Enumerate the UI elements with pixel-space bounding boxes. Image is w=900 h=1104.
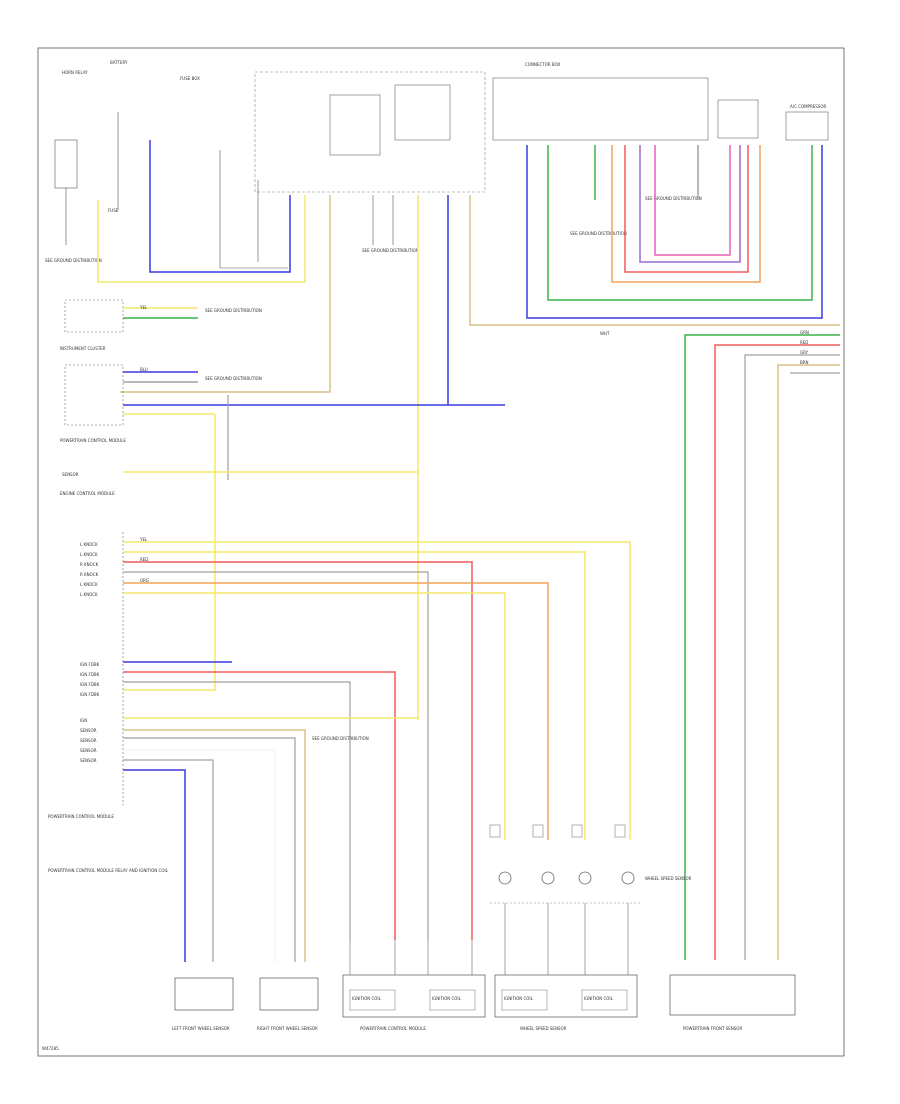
- ignition-coils: WHEEL SPEED SENSOR: [489, 824, 692, 904]
- ecm-lower-pin-2: IGN FDBK: [80, 682, 100, 687]
- battery-label: BATTERY: [110, 60, 128, 65]
- coil-bank-2-box: [494, 974, 638, 1018]
- battery-block: BATTERY FUSE: [108, 60, 128, 213]
- relay-box-2: [394, 84, 451, 141]
- fuse-ground-label: SEE GROUND DISTRIBUTION: [362, 248, 419, 253]
- pcm-label-bottom: POWERTRAIN CONTROL MODULE: [48, 814, 114, 819]
- horn-relay-block: HORN RELAY SEE GROUND DISTRIBUTION: [45, 70, 102, 263]
- relay-box: [329, 94, 381, 156]
- front-sensor-label: POWERTRAIN FRONT SENSOR: [683, 1026, 742, 1031]
- rf-sensor-label: RIGHT FRONT WHEEL SENSOR: [257, 1026, 318, 1031]
- horn-relay-box: [54, 139, 78, 189]
- coil-bank-1-label: POWERTRAIN CONTROL MODULE: [360, 1026, 426, 1031]
- wire-tag-blu: BLU: [140, 367, 148, 372]
- bottom-stubs: [349, 903, 629, 975]
- coil-icon-2: [541, 871, 555, 885]
- wire-tag-gry: GRY: [800, 350, 809, 355]
- pcm-label-top: POWERTRAIN CONTROL MODULE: [60, 438, 126, 443]
- powertrain-front-sensor: POWERTRAIN FRONT SENSOR: [669, 974, 796, 1031]
- ecm-bottom-pin-2: SENSOR: [80, 728, 97, 733]
- ecm-pin-5: L KNOCK: [80, 592, 98, 597]
- horn-ground-label: SEE GROUND DISTRIBUTION: [45, 258, 102, 263]
- wire-tag-yel-2: YEL: [139, 537, 148, 542]
- instrument-cluster-block: SEE GROUND DISTRIBUTION INSTRUMENT CLUST…: [60, 299, 505, 691]
- top-harness: [97, 140, 840, 720]
- ecm-bottom-pin-5: SENSOR: [80, 758, 97, 763]
- coil-bank-2-label: WHEEL SPEED SENSOR: [520, 1026, 567, 1031]
- front-sensor-box: [669, 974, 796, 1016]
- ecm-pin-4: L KNOCK: [80, 582, 98, 587]
- conn-ground-label-1: SEE GROUND DISTRIBUTION: [570, 231, 627, 236]
- ecm-pin-0: L KNOCK: [80, 542, 98, 547]
- instrument-cluster-label: INSTRUMENT CLUSTER: [60, 346, 106, 351]
- wire-tag-org: ORG: [140, 578, 149, 583]
- conn-ground-label-2: SEE GROUND DISTRIBUTION: [645, 196, 702, 201]
- pcm-note: POWERTRAIN CONTROL MODULE RELAY AND IGNI…: [48, 868, 169, 873]
- right-sensor-wires: [684, 334, 840, 960]
- ecm-ground-label: SEE GROUND DISTRIBUTION: [312, 736, 369, 741]
- connector-box-outline: [492, 77, 709, 141]
- wire-tag-red-2: RED: [800, 340, 808, 345]
- ecm-main-connector: L KNOCK L KNOCK R KNOCK R KNOCK L KNOCK …: [48, 532, 631, 962]
- coil-bank-1-box: [342, 974, 486, 1018]
- coil-icon-3: [578, 871, 592, 885]
- ecm-lower-pin-3: IGN FDBK: [80, 692, 100, 697]
- fuse-box-outline: [254, 71, 486, 193]
- left-front-wheel-sensor: LEFT FRONT WHEEL SENSOR: [172, 977, 234, 1031]
- cluster-connector-2: [64, 364, 124, 426]
- ecm-bottom-pin-3: SENSOR: [80, 738, 97, 743]
- coil-4-label: IGNITION COIL: [584, 996, 614, 1001]
- ecm-lower-pin-1: IGN FDBK: [80, 672, 100, 677]
- coil-1-label: IGNITION COIL: [352, 996, 382, 1001]
- wire-tag-wht: WHT: [600, 331, 610, 336]
- ecm-bottom-pin-1: IGN: [80, 718, 87, 723]
- ecm-bottom-pin-4: SENSOR: [80, 748, 97, 753]
- fuse-box-label: FUSE BOX: [180, 76, 200, 81]
- ecm-pin-2: R KNOCK: [80, 562, 99, 567]
- cluster-note-2: SEE GROUND DISTRIBUTION: [205, 376, 262, 381]
- ecm-top-connector: SENSOR ENGINE CONTROL MODULE: [60, 471, 418, 496]
- coil-3-label: IGNITION COIL: [504, 996, 534, 1001]
- coil-note: WHEEL SPEED SENSOR: [645, 876, 692, 881]
- ecm-pin-1: L KNOCK: [80, 552, 98, 557]
- connector-box-label: CONNECTOR BOX: [525, 62, 560, 67]
- coil-icon-4: [621, 871, 635, 885]
- connector-box-block: CONNECTOR BOX A/C COMPRESSOR SEE GROUND …: [492, 62, 829, 236]
- rf-sensor-box: [259, 977, 319, 1011]
- right-front-wheel-sensor: RIGHT FRONT WHEEL SENSOR: [257, 977, 319, 1031]
- battery-fuse-label: FUSE: [108, 208, 119, 213]
- lf-sensor-label: LEFT FRONT WHEEL SENSOR: [172, 1026, 230, 1031]
- wire-tag-yel: YEL: [139, 305, 148, 310]
- ac-compressor-box: [785, 111, 829, 141]
- coil-icon-1: [498, 871, 512, 885]
- horn-relay-label: HORN RELAY: [62, 70, 88, 75]
- wire-tag-red: RED: [140, 557, 148, 562]
- ecm-pin-3: R KNOCK: [80, 572, 99, 577]
- lf-sensor-box: [174, 977, 234, 1011]
- ecm-lower-pin-0: IGN FDBK: [80, 662, 100, 667]
- cluster-connector-1: [64, 299, 124, 333]
- ecm-label: ENGINE CONTROL MODULE: [60, 491, 115, 496]
- cluster-note-1: SEE GROUND DISTRIBUTION: [205, 308, 262, 313]
- diagram-frame: [37, 47, 845, 1057]
- connector-sub-box: [717, 99, 759, 139]
- ignition-coil-bank-1: IGNITION COIL IGNITION COIL POWERTRAIN C…: [342, 974, 486, 1031]
- wire-tag-brn: BRN: [800, 360, 809, 365]
- fuse-box-block: FUSE BOX SEE GROUND DISTRIBUTION: [180, 71, 486, 269]
- wire-tag-grn: GRN: [800, 330, 809, 335]
- ecm-top-pin-label: SENSOR: [62, 472, 79, 477]
- ac-compressor-label: A/C COMPRESSOR: [790, 104, 826, 109]
- wire-color-tags: YEL BLU WHT YEL RED ORG GRN RED GRY BRN: [139, 305, 809, 583]
- footer-code: W47285: [42, 1046, 59, 1051]
- ignition-coil-bank-2: IGNITION COIL IGNITION COIL WHEEL SPEED …: [494, 974, 638, 1031]
- coil-2-label: IGNITION COIL: [432, 996, 462, 1001]
